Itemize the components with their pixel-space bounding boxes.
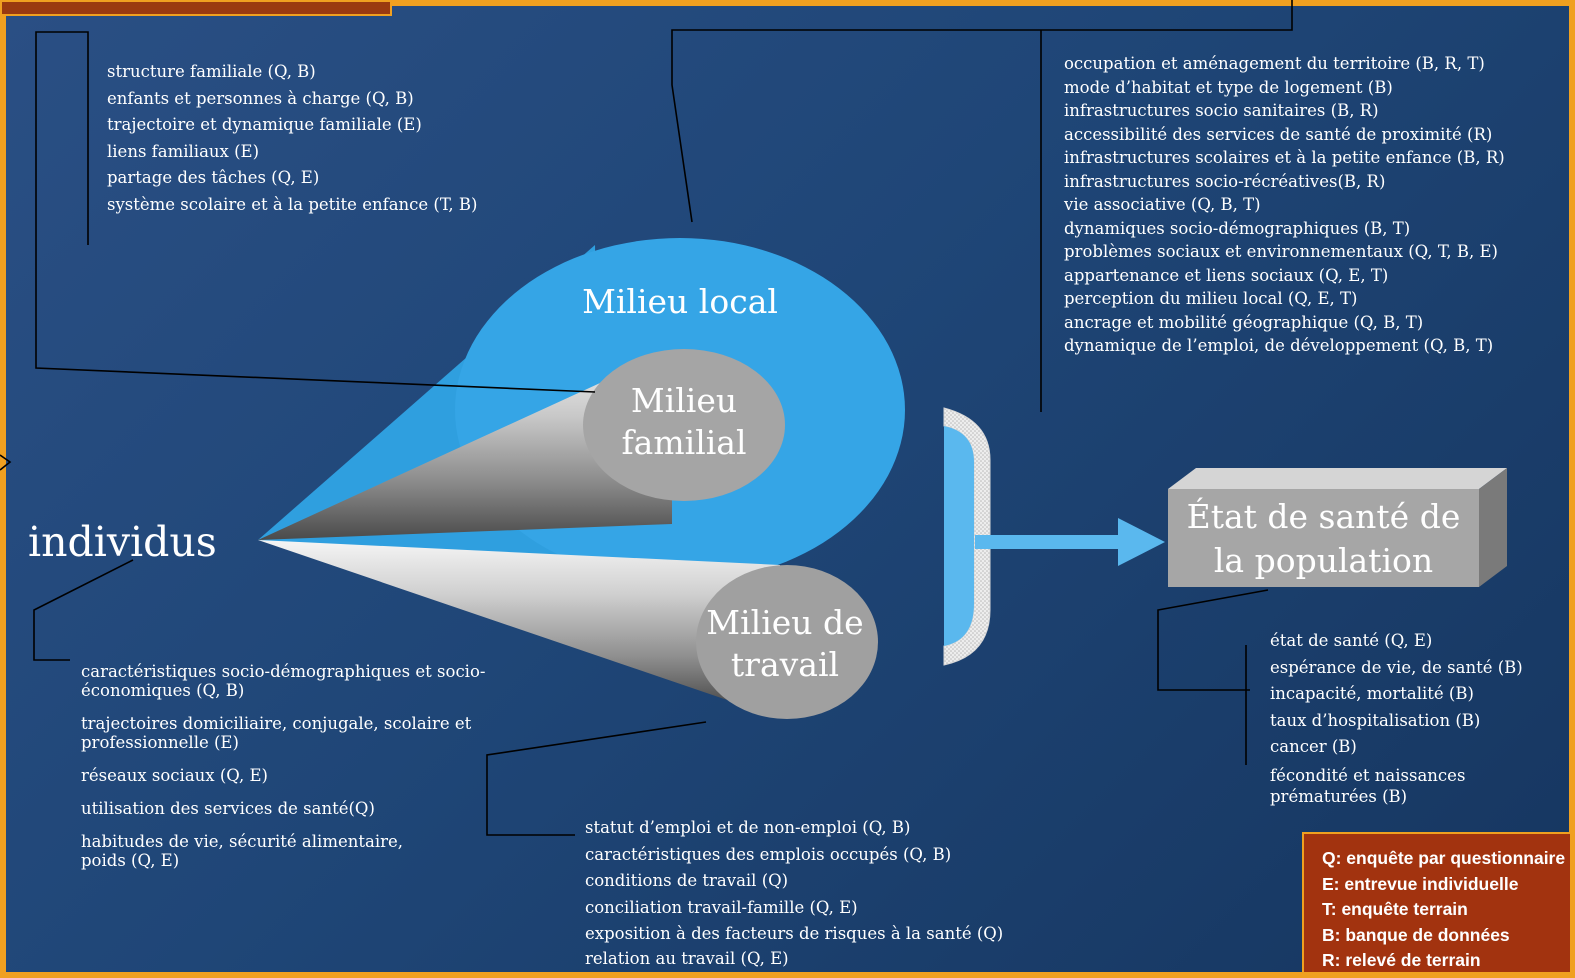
list-item: liens familiaux (E) (107, 141, 260, 161)
left-edge-arrow (0, 454, 12, 471)
etat-sante-label: État de santé de la population (1168, 495, 1479, 583)
milieu-familial-shape (258, 349, 785, 540)
list-item: caractéristiques socio-démographiques et… (81, 662, 486, 700)
list-item: infrastructures socio-récréatives(B, R) (1064, 171, 1386, 191)
list-item: fécondité et naissances prématurées (B) (1270, 765, 1466, 806)
milieu-travail-label-line1: Milieu de (706, 603, 864, 642)
milieu-travail-label: Milieu de travail (685, 602, 885, 686)
etat-sante-label-line1: État de santé de (1186, 497, 1461, 536)
list-item: système scolaire et à la petite enfance … (107, 194, 478, 214)
milieu-local-list: occupation et aménagement du territoire … (1064, 52, 1505, 358)
list-item: vie associative (Q, B, T) (1064, 195, 1261, 214)
title-tab (0, 0, 392, 16)
list-item: espérance de vie, de santé (B) (1270, 657, 1523, 677)
etat-sante-list: état de santé (Q, E) espérance de vie, d… (1270, 628, 1540, 807)
list-item: habitudes de vie, sécurité alimentaire, … (81, 832, 403, 870)
etat-sante-box (1168, 468, 1507, 587)
list-item: cancer (B) (1270, 737, 1357, 756)
list-item: caractéristiques des emplois occupés (Q,… (585, 844, 952, 864)
list-item: infrastructures scolaires et à la petite… (1064, 148, 1505, 167)
list-item: conditions de travail (Q) (585, 871, 789, 890)
list-item: statut d’emploi et de non-emploi (Q, B) (585, 818, 911, 837)
connector-lines (0, 0, 1293, 836)
milieu-familial-label-line2: familial (621, 423, 747, 462)
list-item: relation au travail (Q, E) (585, 948, 789, 968)
bracket-shape (943, 407, 991, 666)
list-item: enfants et personnes à charge (Q, B) (107, 88, 414, 108)
list-item: taux d’hospitalisation (B) (1270, 710, 1481, 730)
list-item: trajectoire et dynamique familiale (E) (107, 115, 422, 134)
list-item: accessibilité des services de santé de p… (1064, 124, 1493, 144)
individus-label: individus (28, 518, 217, 566)
list-item: exposition à des facteurs de risques à l… (585, 924, 1004, 943)
list-item: dynamique de l’emploi, de développement … (1064, 336, 1494, 355)
list-item: problèmes sociaux et environnementaux (Q… (1064, 242, 1498, 261)
list-item: perception du milieu local (Q, E, T) (1064, 289, 1358, 308)
list-item: trajectoires domiciliaire, conjugale, sc… (81, 714, 472, 752)
legend-item-r: R: relevé de terrain (1322, 950, 1481, 970)
list-item: structure familiale (Q, B) (107, 62, 316, 81)
milieu-local-label: Milieu local (582, 282, 778, 321)
list-item: utilisation des services de santé(Q) (81, 799, 375, 818)
individus-list: caractéristiques socio-démographiques et… (81, 662, 501, 884)
list-item: ancrage et mobilité géographique (Q, B, … (1064, 312, 1424, 332)
list-item: réseaux sociaux (Q, E) (81, 766, 268, 785)
list-item: partage des tâches (Q, E) (107, 168, 320, 187)
list-item: occupation et aménagement du territoire … (1064, 54, 1485, 73)
list-item: mode d’habitat et type de logement (B) (1064, 77, 1393, 97)
milieu-travail-label-line2: travail (730, 645, 840, 684)
list-item: conciliation travail-famille (Q, E) (585, 897, 858, 917)
connector-individus (33, 559, 134, 661)
legend-item-b: B: banque de données (1322, 924, 1510, 945)
connector-etat-sante (1157, 589, 1269, 691)
legend-item-q: Q: enquête par questionnaire (1322, 848, 1566, 868)
milieu-familial-list: structure familiale (Q, B) enfants et pe… (107, 59, 477, 218)
milieu-travail-shape (258, 540, 878, 719)
milieu-familial-label: Milieu familial (584, 380, 784, 464)
legend-box: Q: enquête par questionnaire E: entrevue… (1302, 832, 1572, 974)
list-item: dynamiques socio-démographiques (B, T) (1064, 218, 1411, 238)
list-item: état de santé (Q, E) (1270, 631, 1433, 650)
arrow-right-icon (975, 518, 1165, 566)
legend-item-t: T: enquête terrain (1322, 899, 1468, 919)
list-item: appartenance et liens sociaux (Q, E, T) (1064, 265, 1389, 285)
connector-travail (486, 721, 707, 836)
milieu-familial-label-line1: Milieu (630, 381, 738, 420)
connector-local-top (671, 0, 1293, 223)
milieu-travail-list: statut d’emploi et de non-emploi (Q, B) … (585, 815, 1003, 970)
list-item: incapacité, mortalité (B) (1270, 684, 1474, 703)
connector-familial (35, 31, 596, 393)
etat-sante-label-line2: la population (1213, 541, 1434, 580)
legend-item-e: E: entrevue individuelle (1322, 873, 1519, 894)
list-item: infrastructures socio sanitaires (B, R) (1064, 101, 1379, 120)
